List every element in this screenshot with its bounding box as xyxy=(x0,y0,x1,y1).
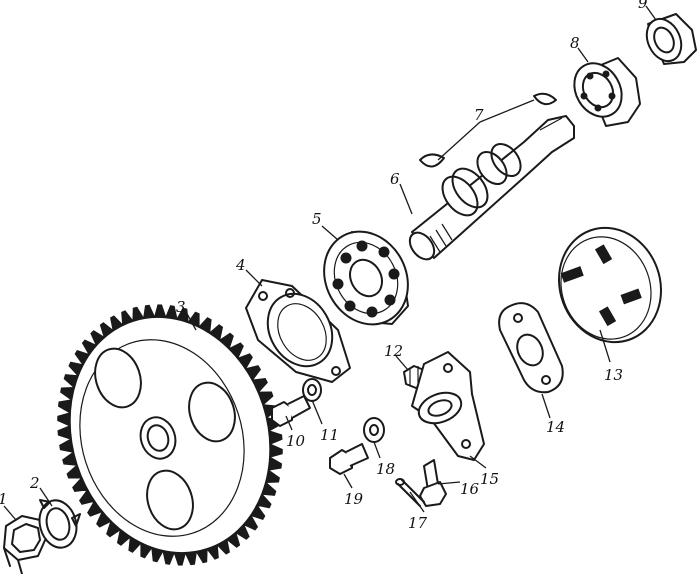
part-17-cotter-pin xyxy=(395,478,425,507)
callout-3: 3 xyxy=(176,298,186,316)
callout-6: 6 xyxy=(390,170,400,188)
callout-11: 11 xyxy=(320,426,339,444)
callout-13: 13 xyxy=(604,366,623,384)
part-15-bracket xyxy=(411,351,485,461)
callout-9: 9 xyxy=(638,0,648,12)
part-5-ball-bearing xyxy=(323,230,409,326)
callout-8: 8 xyxy=(570,34,580,52)
callout-14: 14 xyxy=(546,418,565,436)
part-18-washer xyxy=(363,417,385,443)
part-7-keys xyxy=(419,92,557,168)
callout-17: 17 xyxy=(408,514,428,532)
callout-18: 18 xyxy=(376,460,395,478)
callout-12: 12 xyxy=(384,342,403,360)
callout-19: 19 xyxy=(344,490,364,508)
leader-lines xyxy=(3,5,657,521)
part-10-bolt xyxy=(271,395,311,427)
callout-2: 2 xyxy=(29,474,40,492)
part-11-washer xyxy=(302,378,322,402)
callout-16: 16 xyxy=(460,480,480,498)
part-2-lock-washer xyxy=(38,499,81,549)
part-8-roller-bearing xyxy=(573,57,641,127)
part-1-nut xyxy=(3,515,47,574)
part-13-slotted-disk xyxy=(557,226,663,344)
part-14-oval-flange xyxy=(498,302,564,394)
callout-5: 5 xyxy=(312,210,322,228)
callout-1: 1 xyxy=(0,490,8,508)
callout-7: 7 xyxy=(474,106,484,124)
part-6-shaft xyxy=(408,115,575,261)
callout-4: 4 xyxy=(235,256,246,274)
callout-15: 15 xyxy=(480,470,499,488)
part-19-bolt xyxy=(329,443,369,475)
part-3-gear xyxy=(57,304,283,566)
part-4-flange-plate xyxy=(245,279,351,383)
callout-labels: 1 2 3 4 5 6 7 8 9 10 11 12 13 14 15 16 1… xyxy=(0,0,648,532)
callout-10: 10 xyxy=(286,432,306,450)
part-9-small-bearing xyxy=(645,13,697,65)
